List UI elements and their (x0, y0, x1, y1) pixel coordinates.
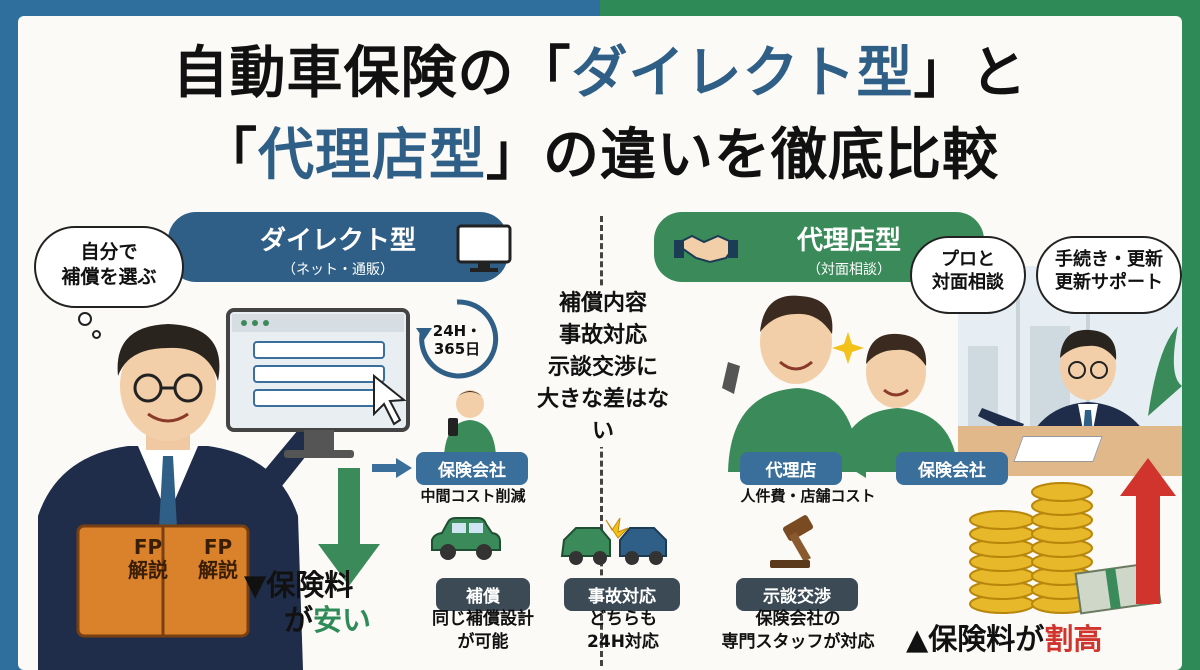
book-kaisetsu-left: 解説 (128, 558, 168, 582)
common-tag-accident: 事故対応 (564, 578, 680, 611)
common-settlement-line-2: 専門スタッフが対応 (721, 631, 875, 652)
agency-bubble1-line-1: プロと (941, 249, 995, 270)
price-up-arrow (1120, 458, 1176, 604)
agency-type-label: 代理店型 (796, 226, 901, 256)
common-text-coverage: 同じ補償設計 が可能 (398, 608, 568, 654)
car-crash-icon (560, 517, 667, 565)
agency-bubble-support: 手続き・更新 更新サポート (1036, 236, 1182, 314)
agency-price-text: ▲保険料が割高 (906, 616, 1182, 658)
agency-bubble2-line-2: 更新サポート (1055, 272, 1163, 294)
direct-price-line-1: ▼保険料 (244, 568, 354, 602)
clock-line-2: 365日 (433, 340, 481, 358)
thought-line-2: 補償を選ぶ (61, 265, 157, 288)
title-line1-b: 」と (913, 41, 1028, 106)
clock-text: 24H・ 365日 (412, 322, 502, 358)
common-tag-coverage: 補償 (436, 578, 530, 611)
agency-bubble1-line-2: 対面相談 (932, 272, 1004, 294)
agency-cost-note: 人件費・店舗コスト (740, 487, 876, 505)
customers-illustration (722, 295, 958, 472)
book-right-text: FP 解説 (183, 536, 253, 582)
common-tag-settlement: 示談交渉 (736, 578, 858, 611)
common-text-settlement: 保険会社の 専門スタッフが対応 (698, 608, 898, 654)
common-settlement-line-1: 保険会社の (755, 609, 841, 629)
infographic-canvas: { "title": { "line1_a": "自動車保険の「", "line… (18, 16, 1182, 670)
fp-advisor-illustration (38, 324, 338, 670)
thought-dot (78, 312, 92, 326)
agency-insurer-tag: 保険会社 (896, 452, 1008, 485)
thought-dot-small (92, 330, 101, 339)
book-fp-right: FP (203, 535, 233, 559)
arrow-left-icon (850, 458, 890, 478)
agency-price-expensive: 割高 (1044, 622, 1103, 656)
title-line2-a: 「 (201, 123, 258, 188)
direct-price-ga: が (284, 602, 314, 637)
common-coverage-line-1: 同じ補償設計 (432, 609, 534, 629)
phone-user-illustration (444, 390, 496, 456)
title-line-2: 「代理店型」の違いを徹底比較 (18, 128, 1182, 184)
common-coverage-line-2: が可能 (457, 631, 509, 652)
car-icon (431, 517, 501, 560)
direct-insurer-tag: 保険会社 (416, 452, 528, 485)
center-message: 補償内容 事故対応 示談交渉に 大きな差はない (528, 288, 678, 448)
price-down-arrow (318, 468, 380, 586)
gavel-icon (770, 515, 814, 568)
title-line1-a: 自動車保険の「 (172, 41, 572, 106)
book-kaisetsu-right: 解説 (198, 558, 238, 582)
arrow-right-icon (372, 458, 412, 478)
computer-screen-illustration (226, 308, 410, 458)
book-left-text: FP 解説 (113, 536, 183, 582)
thought-bubble: 自分で 補償を選ぶ (34, 226, 184, 308)
document-paper (1013, 436, 1103, 462)
common-text-accident: どちらも 24H対応 (548, 608, 698, 654)
center-line-1: 補償内容 (558, 291, 647, 316)
agency-type-sub: （対面相談） (807, 262, 891, 278)
center-line-2: 事故対応 (558, 322, 647, 348)
title-line1-highlight: ダイレクト型 (571, 41, 914, 106)
direct-type-header: ダイレクト型 （ネット・通販） (168, 212, 508, 282)
book-fp-left: FP (133, 535, 163, 559)
agency-tag: 代理店 (740, 452, 842, 485)
direct-type-label: ダイレクト型 (259, 226, 416, 256)
common-accident-line-2: 24H対応 (587, 631, 659, 652)
center-line-3: 示談交渉に (547, 354, 658, 380)
title-line-1: 自動車保険の「ダイレクト型」と (18, 46, 1182, 102)
monitor-icon (456, 224, 512, 272)
direct-type-sub: （ネット・通販） (282, 262, 394, 278)
direct-price-text: ▼保険料 が安い (244, 568, 444, 638)
direct-price-cheap: 安い (313, 602, 372, 637)
clock-icon (416, 299, 499, 379)
agency-price-a: ▲保険料が (906, 622, 1045, 656)
coins-money-illustration (969, 482, 1162, 615)
handshake-icon (674, 234, 738, 264)
agency-bubble2-line-1: 手続き・更新 (1055, 249, 1163, 270)
title-line2-highlight: 代理店型 (258, 123, 486, 188)
thought-line-1: 自分で (80, 241, 138, 263)
center-line-4: 大きな差はない (536, 386, 669, 444)
direct-insurer-note: 中間コスト削減 (420, 487, 526, 505)
agency-bubble-consult: プロと 対面相談 (910, 236, 1026, 314)
common-accident-line-1: どちらも (589, 609, 657, 629)
title-line2-b: 」の違いを徹底比較 (486, 123, 999, 188)
clock-line-1: 24H・ (432, 322, 482, 340)
